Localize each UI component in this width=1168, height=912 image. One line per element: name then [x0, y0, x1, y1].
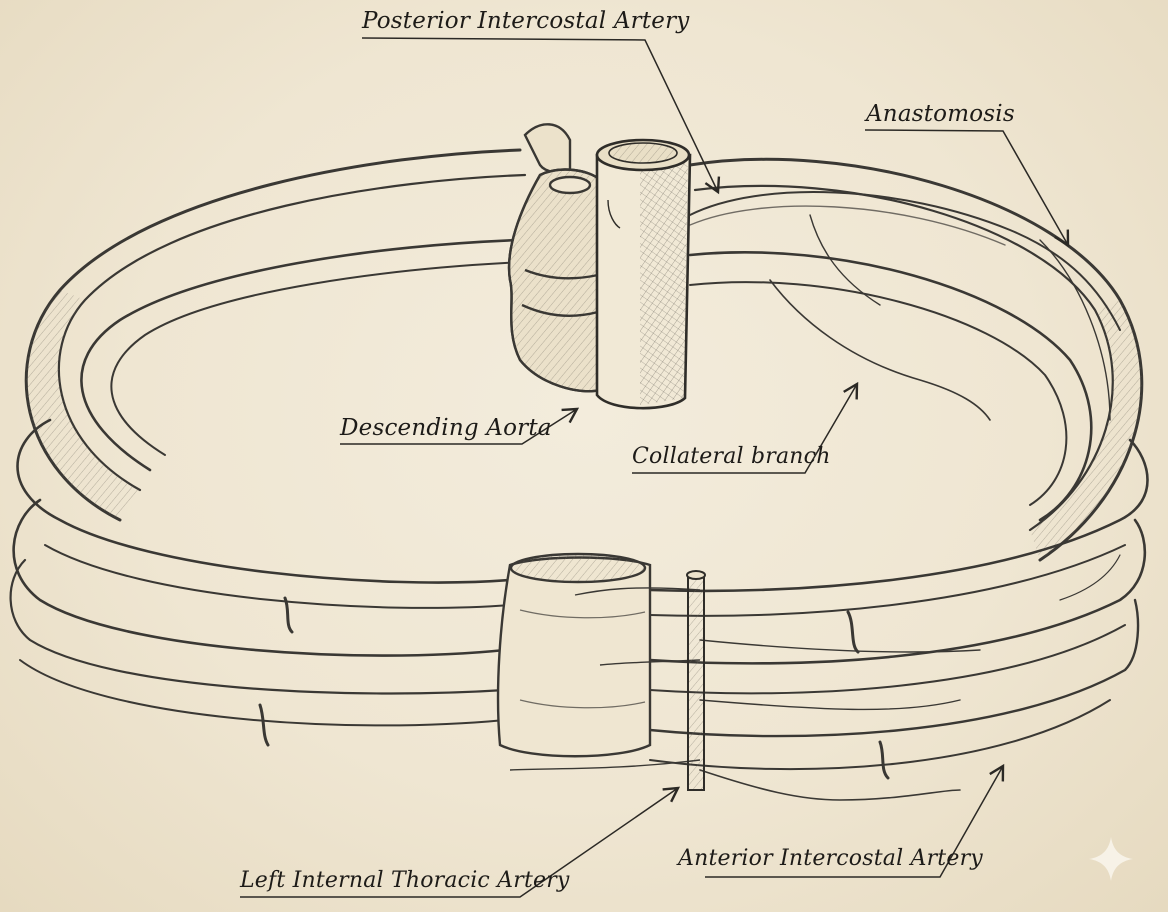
internal-thoracic-artery — [686, 570, 706, 791]
leader-anterior-intercostal — [705, 763, 1005, 878]
label-anastomosis: Anastomosis — [866, 101, 1015, 127]
label-descending-aorta: Descending Aorta — [340, 415, 552, 441]
lower-ribs — [9, 418, 1149, 801]
upper-ribs — [24, 148, 1144, 562]
label-left-internal-thoracic-artery: Left Internal Thoracic Artery — [240, 868, 570, 893]
sparkle-icon — [1089, 837, 1133, 881]
label-posterior-intercostal-artery: Posterior Intercostal Artery — [362, 8, 690, 34]
leader-left-internal-thoracic — [240, 786, 681, 898]
leader-anastomosis — [864, 129, 1070, 248]
thoracic-vertebra — [507, 123, 602, 393]
leader-descending-aorta — [340, 407, 580, 445]
label-anterior-intercostal-artery: Anterior Intercostal Artery — [678, 846, 983, 871]
descending-aorta — [595, 138, 692, 410]
label-collateral-branch: Collateral branch — [632, 444, 831, 469]
leader-lines — [240, 37, 1070, 898]
leader-posterior-intercostal — [361, 37, 721, 195]
leader-collateral-branch — [632, 381, 859, 474]
sternum — [496, 552, 701, 771]
